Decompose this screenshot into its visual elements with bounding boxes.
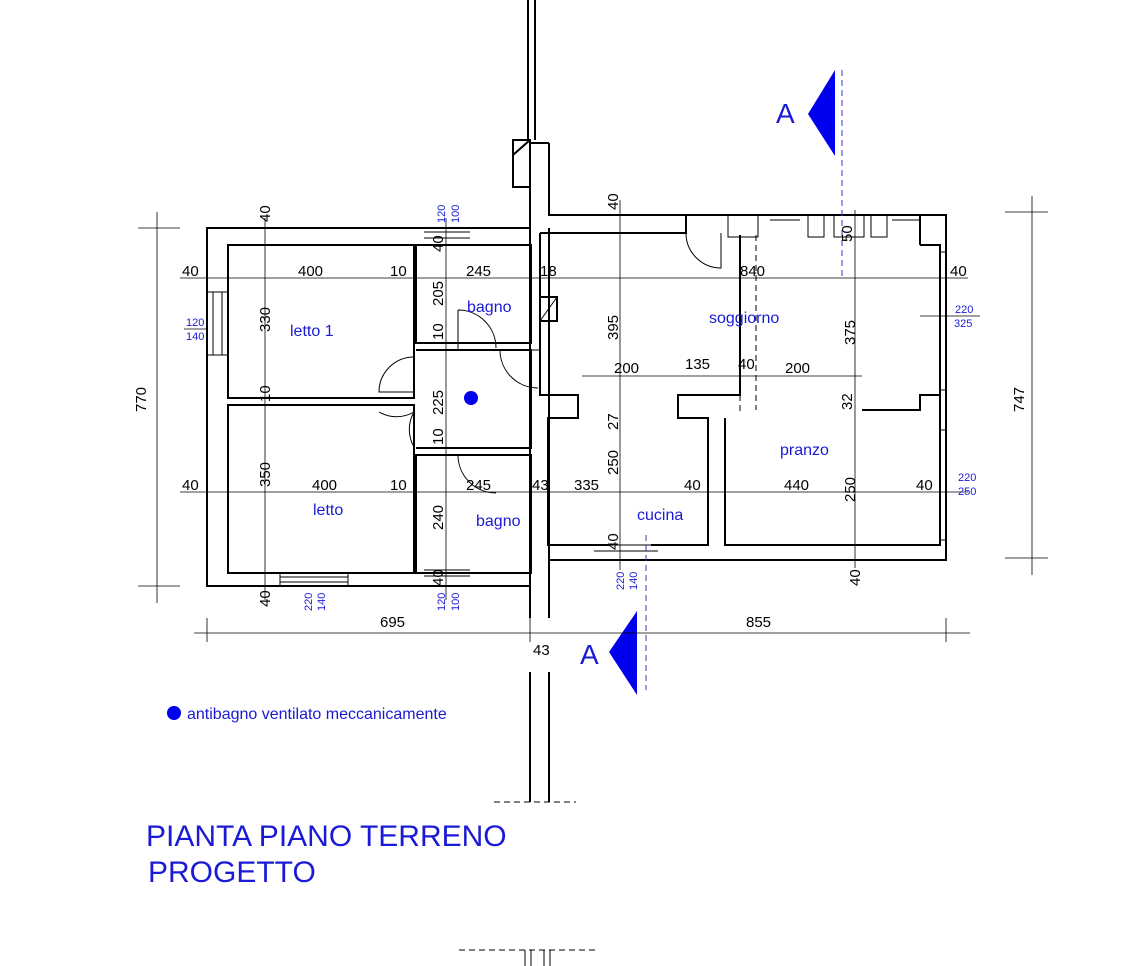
room-labels: letto 1 letto bagno bagno soggiorno pran… — [290, 299, 829, 530]
win-bagno-bottom-h: 100 — [450, 593, 462, 611]
win-bagno-bottom-w: 120 — [436, 593, 448, 611]
dim-27: 27 — [605, 413, 622, 430]
dim-43-bottom: 43 — [533, 642, 550, 659]
room-letto: letto — [313, 502, 343, 519]
dim-330: 330 — [257, 307, 274, 332]
dim-43-row2: 43 — [532, 477, 549, 494]
dim-240: 240 — [430, 505, 447, 530]
dim-40-vcucina: 40 — [605, 533, 622, 550]
win-left-h: 140 — [186, 331, 204, 343]
dim-40-row2-left: 40 — [182, 477, 199, 494]
win-bagno-top-h: 100 — [450, 205, 462, 223]
title-line-2: PROGETTO — [148, 856, 316, 889]
dim-335: 335 — [574, 477, 599, 494]
dim-40-vtop-bagno: 40 — [430, 235, 447, 252]
dim-10-row2: 10 — [390, 477, 407, 494]
dim-10-vleft: 10 — [257, 385, 274, 402]
dim-10-v2: 10 — [430, 428, 447, 445]
dim-40-top-left: 40 — [257, 205, 274, 222]
dim-40-row1-left: 40 — [182, 263, 199, 280]
win-right-bottom-w: 220 — [958, 472, 976, 484]
dim-770: 770 — [133, 387, 150, 412]
dim-50: 50 — [839, 225, 856, 242]
legend-text: antibagno ventilato meccanicamente — [187, 706, 447, 723]
dim-135: 135 — [685, 356, 710, 373]
window-marks — [207, 214, 947, 586]
dim-32: 32 — [839, 393, 856, 410]
section-lines — [645, 70, 843, 690]
win-right-top-h: 325 — [954, 318, 972, 330]
room-soggiorno: soggiorno — [709, 310, 779, 327]
drawing-title: PIANTA PIANO TERRENO PROGETTO — [146, 820, 507, 889]
legend: antibagno ventilato meccanicamente — [167, 706, 447, 723]
win-cucina-w: 220 — [615, 572, 627, 590]
section-arrow-bottom — [609, 611, 637, 695]
section-markers: A A — [580, 70, 835, 695]
win-cucina-h: 140 — [628, 572, 640, 590]
dimension-labels: 40 40 400 10 245 18 840 40 40 205 10 225… — [133, 193, 1028, 659]
title-line-1: PIANTA PIANO TERRENO — [146, 820, 507, 853]
room-bagno-top: bagno — [467, 299, 512, 316]
win-right-bottom-h: 250 — [958, 486, 976, 498]
dimension-lines — [138, 196, 1048, 642]
dim-395: 395 — [605, 315, 622, 340]
window-labels: 120 140 220 140 120 100 120 100 220 140 … — [184, 205, 976, 611]
antibagno-marker-dot — [464, 391, 478, 405]
win-bagno-top-w: 120 — [436, 205, 448, 223]
win-bottom-letto-h: 140 — [316, 593, 328, 611]
dim-375: 375 — [842, 320, 859, 345]
dim-840: 840 — [740, 263, 765, 280]
dim-10-row1: 10 — [390, 263, 407, 280]
dim-747: 747 — [1011, 387, 1028, 412]
room-pranzo: pranzo — [780, 442, 829, 459]
dim-200-b: 200 — [785, 360, 810, 377]
dim-250-vmid: 250 — [605, 450, 622, 475]
dim-200-a: 200 — [614, 360, 639, 377]
dim-40-mid: 40 — [738, 356, 755, 373]
dim-40-vtop-sogg: 40 — [605, 193, 622, 210]
win-right-top-w: 220 — [955, 304, 973, 316]
win-bottom-letto-w: 220 — [303, 593, 315, 611]
room-letto-1: letto 1 — [290, 323, 334, 340]
section-arrow-top — [808, 70, 835, 156]
section-label-bottom: A — [580, 639, 599, 670]
dim-40-row2-mid: 40 — [684, 477, 701, 494]
dim-40-vbot-bagno: 40 — [430, 569, 447, 586]
section-label-top: A — [776, 98, 795, 129]
dim-400-row1: 400 — [298, 263, 323, 280]
dim-40-row2-right: 40 — [916, 477, 933, 494]
dim-40-vbot-left: 40 — [257, 590, 274, 607]
dim-250-vright: 250 — [842, 477, 859, 502]
dim-855: 855 — [746, 614, 771, 631]
dim-40-vright-bot: 40 — [847, 569, 864, 586]
win-left-w: 120 — [186, 317, 204, 329]
dim-695: 695 — [380, 614, 405, 631]
room-bagno-bottom: bagno — [476, 513, 521, 530]
dim-440: 440 — [784, 477, 809, 494]
dim-205: 205 — [430, 281, 447, 306]
dim-10-v1: 10 — [430, 323, 447, 340]
dim-40-row1-right: 40 — [950, 263, 967, 280]
dim-18-row1: 18 — [540, 263, 557, 280]
dim-400-row2: 400 — [312, 477, 337, 494]
dim-350: 350 — [257, 462, 274, 487]
legend-dot — [167, 706, 181, 720]
room-cucina: cucina — [637, 507, 683, 524]
dim-225: 225 — [430, 390, 447, 415]
dim-245-row1: 245 — [466, 263, 491, 280]
dim-245-row2: 245 — [466, 477, 491, 494]
